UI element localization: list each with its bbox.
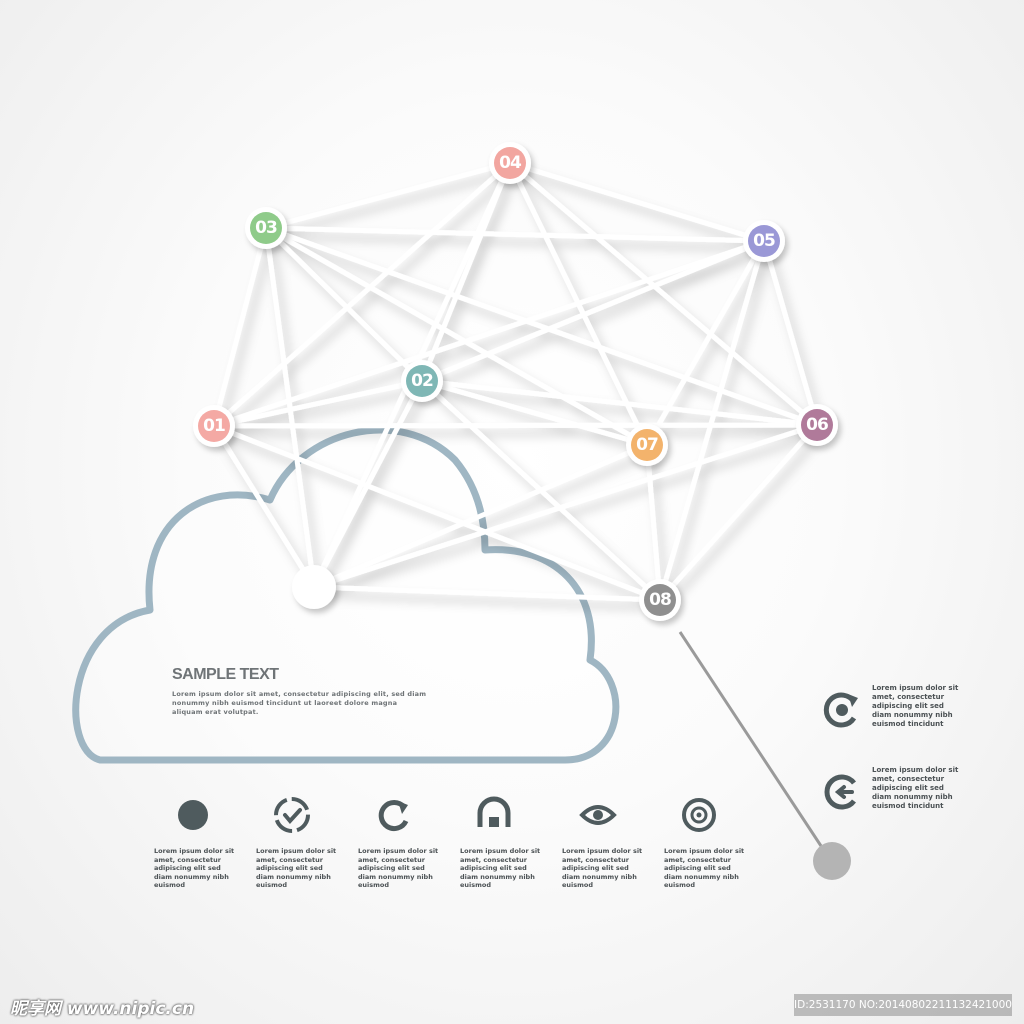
network-edge — [657, 238, 767, 603]
node-08: 08 — [639, 579, 681, 621]
feature-item: Lorem ipsum dolor sit amet, consectetur … — [352, 795, 442, 890]
network-edge — [419, 378, 650, 448]
watermark-site: 昵享网 www.nipic.cn — [10, 999, 195, 1019]
network-edge — [657, 422, 820, 603]
network-edge — [311, 422, 820, 590]
node-03: 03 — [245, 207, 287, 249]
node-label: 02 — [411, 371, 433, 391]
network-edge — [311, 584, 663, 603]
node-07: 07 — [626, 424, 668, 466]
network-edge — [263, 225, 820, 428]
cloud-outline — [72, 426, 620, 764]
network-edge — [211, 238, 767, 429]
network-edge — [419, 238, 767, 384]
side-item-text: Lorem ipsum dolor sit amet, consectetur … — [872, 684, 959, 728]
network-edge — [211, 423, 317, 590]
node-label: 01 — [203, 416, 225, 436]
cloud-title: SAMPLE TEXT — [172, 666, 279, 683]
cloud-body-text: Lorem ipsum dolor sit amet, consectetur … — [172, 690, 427, 716]
rotate-icon — [823, 692, 858, 728]
node-label: 06 — [806, 415, 828, 435]
feature-text: Lorem ipsum dolor sit amet, consectetur … — [256, 847, 337, 889]
feature-item: Lorem ipsum dolor sit amet, consectetur … — [250, 795, 340, 890]
node-01: 01 — [193, 405, 235, 447]
target-icon — [682, 798, 716, 832]
eye-icon — [579, 805, 617, 825]
node-label: 05 — [753, 231, 775, 251]
feature-item: Lorem ipsum dolor sit amet, consectetur … — [658, 795, 748, 890]
check-badge-icon — [274, 797, 310, 833]
node-05: 05 — [743, 220, 785, 262]
node-label: 07 — [636, 435, 658, 455]
node-04: 04 — [489, 142, 531, 184]
hub-node — [292, 565, 336, 609]
node-02: 02 — [401, 360, 443, 402]
network-edge — [263, 225, 650, 448]
feature-item: Lorem ipsum dolor sit amet, consectetur … — [556, 795, 646, 890]
node-label: 04 — [499, 153, 522, 173]
network-edge — [644, 238, 767, 448]
network-edge — [311, 378, 425, 590]
feature-text: Lorem ipsum dolor sit amet, consectetur … — [358, 847, 439, 889]
node-label: 03 — [255, 218, 277, 238]
network-edge — [507, 160, 820, 428]
connector-line — [678, 631, 827, 853]
network-edge — [644, 442, 663, 603]
feature-text: Lorem ipsum dolor sit amet, consectetur … — [664, 847, 745, 889]
network-edge — [263, 160, 513, 231]
feature-item: Lorem ipsum dolor sit amet, consectetur … — [148, 795, 238, 890]
dot-icon — [178, 800, 208, 830]
network-edge — [211, 422, 820, 429]
watermark-id: ID:2531170 NO:20140802211132421000 — [794, 994, 1012, 1016]
network-edge — [211, 160, 513, 429]
connector-end-dot — [813, 842, 851, 880]
feature-text: Lorem ipsum dolor sit amet, consectetur … — [154, 847, 235, 889]
network-edge — [211, 225, 269, 429]
refresh-icon — [378, 800, 409, 832]
network-nodes: 01 02 03 04 05 06 07 08 — [193, 142, 838, 621]
side-item-text: Lorem ipsum dolor sit amet, consectetur … — [872, 766, 959, 810]
network-edge — [263, 225, 425, 384]
side-item: Lorem ipsum dolor sit amet, consectetur … — [820, 766, 970, 818]
node-06: 06 — [796, 404, 838, 446]
network-edge — [263, 225, 767, 244]
network-edge — [211, 423, 663, 603]
network-edges — [211, 160, 820, 603]
network-edge — [419, 378, 820, 428]
feature-text: Lorem ipsum dolor sit amet, consectetur … — [562, 847, 643, 889]
network-edge — [211, 378, 425, 429]
node-label: 08 — [649, 590, 671, 610]
back-arrow-icon — [824, 774, 856, 810]
network-edge — [311, 442, 650, 590]
home-icon — [477, 796, 511, 827]
feature-text: Lorem ipsum dolor sit amet, consectetur … — [460, 847, 541, 889]
network-edge — [761, 238, 820, 428]
feature-item: Lorem ipsum dolor sit amet, consectetur … — [454, 795, 544, 890]
side-item: Lorem ipsum dolor sit amet, consectetur … — [820, 684, 970, 736]
network-edge — [507, 160, 767, 244]
